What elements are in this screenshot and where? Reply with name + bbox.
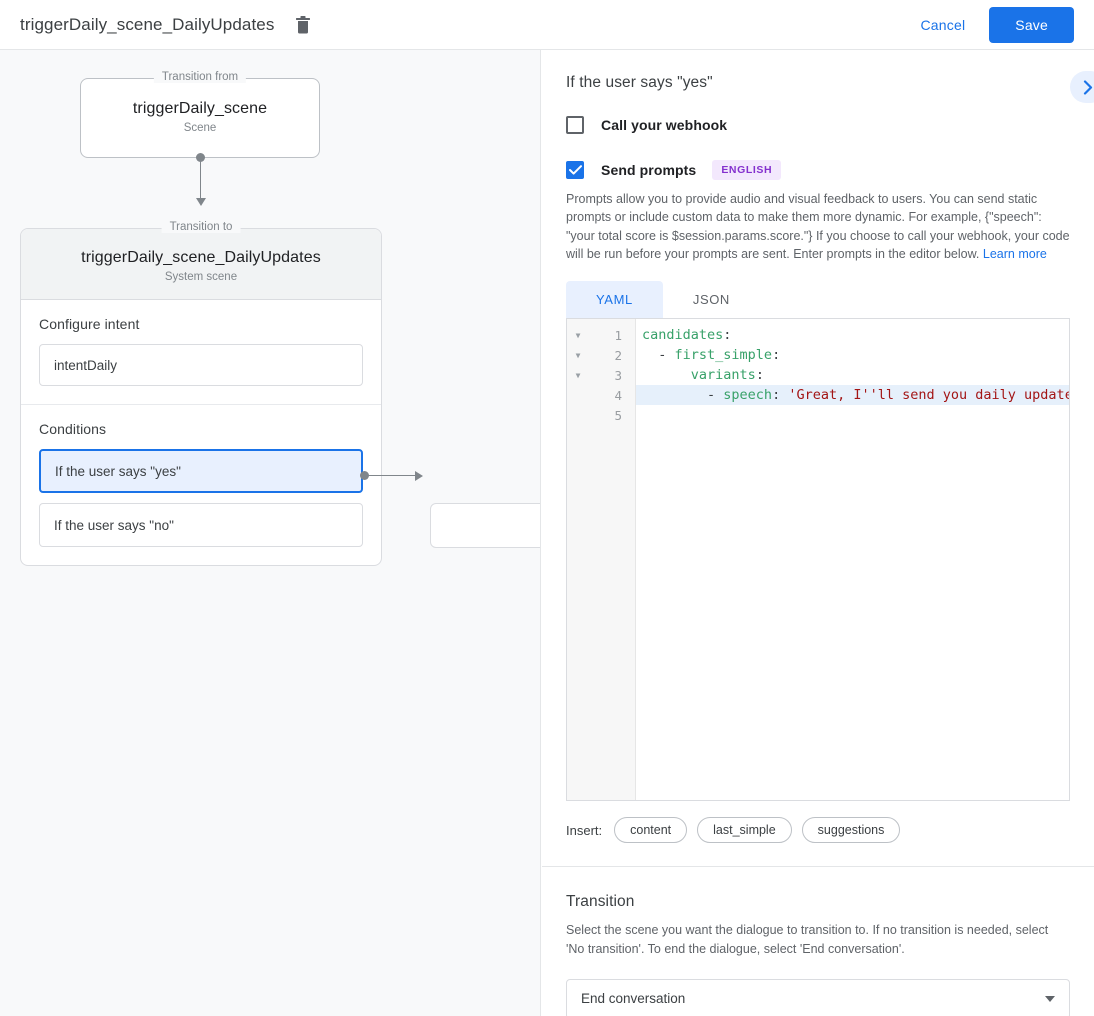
delete-button[interactable] bbox=[290, 12, 316, 38]
details-panel-top: If the user says "yes" Call your webhook bbox=[542, 50, 1094, 843]
code-string: 'Great, I''ll send you daily updates. bbox=[780, 387, 1069, 403]
transition-to-type: System scene bbox=[164, 271, 238, 283]
code-colon: : bbox=[772, 347, 781, 363]
connector-line-horizontal bbox=[365, 475, 417, 476]
line-number: 3 bbox=[614, 367, 622, 383]
line-number: 5 bbox=[614, 407, 622, 423]
top-bar-actions: Cancel Save bbox=[905, 6, 1074, 43]
transition-from-name: triggerDaily_scene bbox=[132, 100, 268, 117]
intent-field[interactable]: intentDaily bbox=[39, 344, 363, 386]
transition-from-node[interactable]: Transition from triggerDaily_scene Scene bbox=[80, 71, 320, 158]
transition-select[interactable]: End conversation bbox=[566, 978, 1070, 1016]
transition-description: Select the scene you want the dialogue t… bbox=[566, 923, 1049, 956]
send-prompts-checkbox[interactable] bbox=[566, 161, 584, 179]
cancel-button[interactable]: Cancel bbox=[905, 9, 982, 41]
call-webhook-label: Call your webhook bbox=[601, 117, 728, 133]
connector-dot-condition bbox=[360, 471, 369, 480]
transition-from-type: Scene bbox=[183, 122, 217, 134]
fold-triangle-icon[interactable]: ▼ bbox=[575, 350, 581, 360]
transition-title: Transition bbox=[566, 893, 635, 910]
editor-gutter: ▼1 ▼2 ▼3 4 5 bbox=[567, 319, 636, 800]
insert-chip-last-simple[interactable]: last_simple bbox=[697, 817, 792, 843]
transition-section: Transition Select the scene you want the… bbox=[542, 867, 1094, 1016]
check-icon bbox=[568, 165, 582, 175]
chevron-down-icon bbox=[1045, 995, 1055, 1002]
gutter-line: ▼1 bbox=[567, 325, 635, 345]
language-badge: ENGLISH bbox=[712, 160, 782, 180]
tab-json[interactable]: JSON bbox=[692, 292, 730, 307]
transition-to-legend: Transition to bbox=[161, 221, 241, 233]
insert-chip-content[interactable]: content bbox=[614, 817, 688, 843]
conditions-label: Conditions bbox=[39, 421, 107, 437]
transition-to-header: triggerDaily_scene_DailyUpdates System s… bbox=[21, 229, 381, 300]
transition-to-node[interactable]: Transition to triggerDaily_scene_DailyUp… bbox=[20, 221, 382, 566]
details-panel-title: If the user says "yes" bbox=[566, 74, 713, 91]
gutter-line: ▼3 bbox=[567, 365, 635, 385]
code-line-2: - first_simple: bbox=[636, 345, 1069, 365]
editor-code-area[interactable]: candidates: - first_simple: variants: - … bbox=[636, 319, 1069, 800]
top-bar: triggerDaily_scene_DailyUpdates Cancel S… bbox=[0, 0, 1094, 50]
prompts-description-text: Prompts allow you to provide audio and v… bbox=[566, 192, 1070, 261]
line-number: 2 bbox=[614, 347, 622, 363]
learn-more-link[interactable]: Learn more bbox=[982, 246, 1047, 261]
fold-triangle-icon[interactable]: ▼ bbox=[575, 370, 581, 380]
expand-panel-button[interactable] bbox=[1070, 71, 1094, 103]
line-number: 1 bbox=[614, 327, 622, 343]
details-panel: If the user says "yes" Call your webhook bbox=[542, 50, 1094, 1016]
page-title: triggerDaily_scene_DailyUpdates bbox=[20, 14, 275, 34]
insert-chip-suggestions[interactable]: suggestions bbox=[801, 817, 901, 843]
fold-triangle-icon[interactable]: ▼ bbox=[575, 330, 581, 340]
line-number: 4 bbox=[614, 387, 622, 403]
code-line-3: variants: bbox=[636, 365, 1069, 385]
connector-line-vertical bbox=[200, 158, 201, 200]
editor-format-tabs: YAML JSON bbox=[566, 281, 1070, 318]
panel-divider bbox=[542, 866, 1094, 867]
transition-target-node[interactable] bbox=[430, 503, 540, 548]
tab-yaml[interactable]: YAML bbox=[566, 281, 663, 318]
send-prompts-label: Send prompts bbox=[601, 162, 697, 178]
transition-from-legend: Transition from bbox=[153, 71, 247, 83]
code-colon: : bbox=[772, 387, 781, 403]
configure-intent-section: Configure intent intentDaily bbox=[21, 300, 381, 405]
scene-graph-canvas[interactable]: Transition from triggerDaily_scene Scene… bbox=[0, 50, 541, 1016]
code-key: variants bbox=[690, 367, 756, 383]
send-prompts-row[interactable]: Send prompts ENGLISH bbox=[566, 160, 1070, 180]
code-dash: - bbox=[658, 347, 675, 363]
connector-dot-from bbox=[196, 153, 205, 162]
code-colon: : bbox=[723, 327, 732, 343]
gutter-line: 4 bbox=[567, 385, 635, 405]
conditions-section: Conditions If the user says "yes" If the… bbox=[21, 405, 381, 565]
connector-arrow-down bbox=[196, 198, 206, 206]
transition-to-name: triggerDaily_scene_DailyUpdates bbox=[81, 249, 321, 266]
gutter-line: ▼2 bbox=[567, 345, 635, 365]
code-line-5 bbox=[636, 405, 1069, 425]
code-key: speech bbox=[723, 387, 773, 403]
prompt-editor[interactable]: ▼1 ▼2 ▼3 4 5 candidates: - first_simple:… bbox=[566, 318, 1070, 801]
prompts-description: Prompts allow you to provide audio and v… bbox=[566, 190, 1070, 263]
code-dash: - bbox=[707, 387, 724, 403]
code-line-4: - speech: 'Great, I''ll send you daily u… bbox=[636, 385, 1069, 405]
call-webhook-checkbox[interactable] bbox=[566, 116, 584, 134]
configure-intent-label: Configure intent bbox=[39, 316, 140, 332]
gutter-line: 5 bbox=[567, 405, 635, 425]
code-line-1: candidates: bbox=[636, 325, 1069, 345]
insert-label: Insert: bbox=[566, 822, 603, 838]
call-webhook-row[interactable]: Call your webhook bbox=[566, 116, 1070, 134]
save-button[interactable]: Save bbox=[989, 6, 1074, 43]
chevron-right-icon bbox=[1083, 79, 1092, 95]
transition-select-value: End conversation bbox=[581, 991, 686, 1006]
insert-row: Insert: content last_simple suggestions bbox=[566, 817, 1070, 843]
condition-item-no[interactable]: If the user says "no" bbox=[39, 503, 363, 547]
connector-arrow-right bbox=[415, 471, 423, 481]
trash-icon bbox=[296, 15, 311, 33]
code-key: candidates bbox=[642, 327, 724, 343]
condition-item-yes[interactable]: If the user says "yes" bbox=[39, 449, 363, 493]
code-key: first_simple bbox=[674, 347, 773, 363]
code-colon: : bbox=[755, 367, 764, 383]
